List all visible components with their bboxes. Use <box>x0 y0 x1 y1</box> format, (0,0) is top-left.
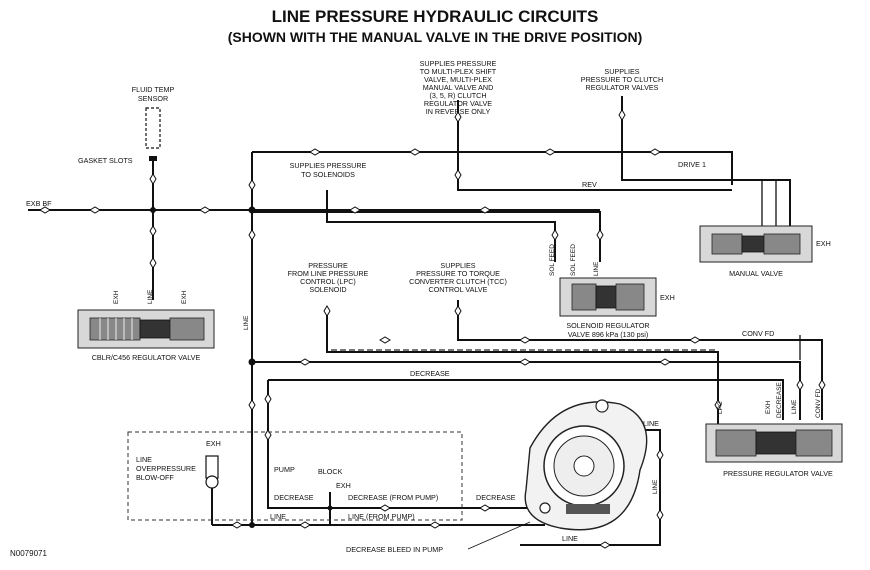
solenoid-feed-line <box>252 211 601 262</box>
pressure-regulator-label: PRESSURE REGULATOR VALVE <box>723 469 833 478</box>
fluid-temp-label-2: SENSOR <box>138 94 168 103</box>
solenoid-regulator-label-2: VALVE 896 kPa (130 psi) <box>568 330 648 339</box>
clutch-label-1: SUPPLIES <box>604 67 639 76</box>
conv-fd-label: CONV FD <box>742 329 774 338</box>
overpressure-label: LINE OVERPRESSURE BLOW-OFF <box>136 455 196 482</box>
lpc-label-4: SOLENOID <box>309 285 346 294</box>
decrease-right-label: DECREASE <box>476 493 516 502</box>
pressure-regulator-valve <box>705 423 843 463</box>
overpressure-box <box>127 431 463 521</box>
prv-exh-label: EXH <box>765 400 772 414</box>
blowoff-exh-label: EXH <box>206 439 221 448</box>
decrease-line <box>268 379 784 420</box>
lpc-label: PRESSURE FROM LINE PRESSURE CONTROL (LPC… <box>288 261 369 294</box>
pump-loop-line <box>520 429 661 546</box>
prv-lpc-label: LPC <box>717 401 724 414</box>
cblr-exh-label-1: EXH <box>113 290 120 304</box>
bleed-leader-line <box>467 521 531 550</box>
clutch-label-3: REGULATOR VALVES <box>586 83 659 92</box>
lpc-label-1: PRESSURE <box>308 261 348 270</box>
main-line-label: LINE <box>243 315 250 330</box>
tcc-label-4: CONTROL VALVE <box>429 285 488 294</box>
solenoid-regulator-label-1: SOLENOID REGULATOR <box>566 321 649 330</box>
cblr-exh-label-2: EXH <box>181 290 188 304</box>
cblr-label: CBLR/C456 REGULATOR VALVE <box>92 353 201 362</box>
solenoid-exh-label: EXH <box>660 293 675 302</box>
clutch-label-2: PRESSURE TO CLUTCH <box>581 75 663 84</box>
prv-conv-fd-label: CONV FD <box>815 388 822 418</box>
multiplex-label-3: VALVE, MULTI-PLEX <box>424 75 492 84</box>
solenoid-supply-label-2: TO SOLENOIDS <box>301 170 355 179</box>
solenoid-supply-label-1: SUPPLIES PRESSURE <box>290 161 367 170</box>
tcc-label: SUPPLIES PRESSURE TO TORQUE CONVERTER CL… <box>409 261 507 294</box>
gasket-slots-label: GASKET SLOTS <box>78 156 133 165</box>
pump-label: PUMP <box>274 465 295 474</box>
solenoid-line-label: LINE <box>593 261 600 276</box>
prv-decrease-label: DECREASE <box>776 382 783 418</box>
tcc-label-2: PRESSURE TO TORQUE <box>416 269 500 278</box>
figure-id: N0079071 <box>10 549 47 558</box>
drive1-label: DRIVE 1 <box>678 160 706 169</box>
junction-dots <box>150 206 333 528</box>
line-from-pump-label: LINE (FROM PUMP) <box>348 512 415 521</box>
overpressure-label-1: LINE <box>136 455 152 464</box>
flow-arrows <box>39 109 826 549</box>
manual-valve-exh-label: EXH <box>816 239 831 248</box>
fluid-temp-sensor <box>145 107 161 149</box>
pump-assembly <box>524 399 648 531</box>
clutch-supply-line <box>621 96 791 245</box>
tcc-label-1: SUPPLIES <box>440 261 475 270</box>
solenoid-supply-label: SUPPLIES PRESSURE TO SOLENOIDS <box>290 161 367 179</box>
gasket-slot-marker <box>149 156 157 161</box>
decrease-bleed-label: DECREASE BLEED IN PUMP <box>346 545 443 554</box>
tcc-label-3: CONVERTER CLUTCH (TCC) <box>409 277 507 286</box>
sol-feed-label-2: SOL FEED <box>570 244 577 276</box>
multiplex-label-6: REGULATOR VALVE <box>424 99 492 108</box>
diagram-subtitle: (SHOWN WITH THE MANUAL VALVE IN THE DRIV… <box>228 29 643 45</box>
pump-line-label: LINE <box>562 534 578 543</box>
solenoid-regulator-label: SOLENOID REGULATOR VALVE 896 kPa (130 ps… <box>566 321 649 339</box>
overpressure-label-3: BLOW-OFF <box>136 473 174 482</box>
manual-valve <box>699 225 813 263</box>
block-label: BLOCK <box>318 467 343 476</box>
decrease-from-pump-label: DECREASE (FROM PUMP) <box>348 493 438 502</box>
line-to-pressure-reg <box>252 361 801 420</box>
decrease-lower-line <box>267 498 540 509</box>
multiplex-label-7: IN REVERSE ONLY <box>426 107 491 116</box>
lpc-label-3: CONTROL (LPC) <box>300 277 356 286</box>
exb-bf-label: EXB BF <box>26 199 52 208</box>
multiplex-label-1: SUPPLIES PRESSURE <box>420 59 497 68</box>
cblr-line-label: LINE <box>147 289 154 304</box>
multiplex-feed-line <box>457 100 732 191</box>
cblr-regulator-valve <box>77 309 215 349</box>
diagram-title: LINE PRESSURE HYDRAULIC CIRCUITS <box>272 7 599 26</box>
sol-feed-label-1: SOL FEED <box>549 244 556 276</box>
multiplex-label: SUPPLIES PRESSURE TO MULTI-PLEX SHIFT VA… <box>420 59 497 116</box>
line-lower-label: LINE <box>270 512 286 521</box>
lpc-label-2: FROM LINE PRESSURE <box>288 269 369 278</box>
decrease-label: DECREASE <box>410 369 450 378</box>
pump-top-line-label: LINE <box>643 419 659 428</box>
multiplex-label-4: MANUAL VALVE AND <box>423 83 494 92</box>
multiplex-label-5: (3, 5, R) CLUTCH <box>429 91 486 100</box>
solenoid-supply-line <box>326 190 556 262</box>
clutch-label: SUPPLIES PRESSURE TO CLUTCH REGULATOR VA… <box>581 67 663 92</box>
prv-line-label: LINE <box>791 399 798 414</box>
manual-valve-label: MANUAL VALVE <box>729 269 783 278</box>
fluid-temp-label-1: FLUID TEMP <box>132 85 175 94</box>
lpc-line <box>326 310 719 440</box>
rev-label: REV <box>582 180 597 189</box>
fluid-temp-label: FLUID TEMP SENSOR <box>132 85 175 103</box>
pump-right-line-label: LINE <box>652 479 659 494</box>
decrease-lower-label: DECREASE <box>274 493 314 502</box>
block-exh-label: EXH <box>336 481 351 490</box>
solenoid-regulator-valve <box>559 277 657 317</box>
multiplex-label-2: TO MULTI-PLEX SHIFT <box>420 67 497 76</box>
blow-off-valve <box>205 455 219 489</box>
overpressure-label-2: OVERPRESSURE <box>136 464 196 473</box>
